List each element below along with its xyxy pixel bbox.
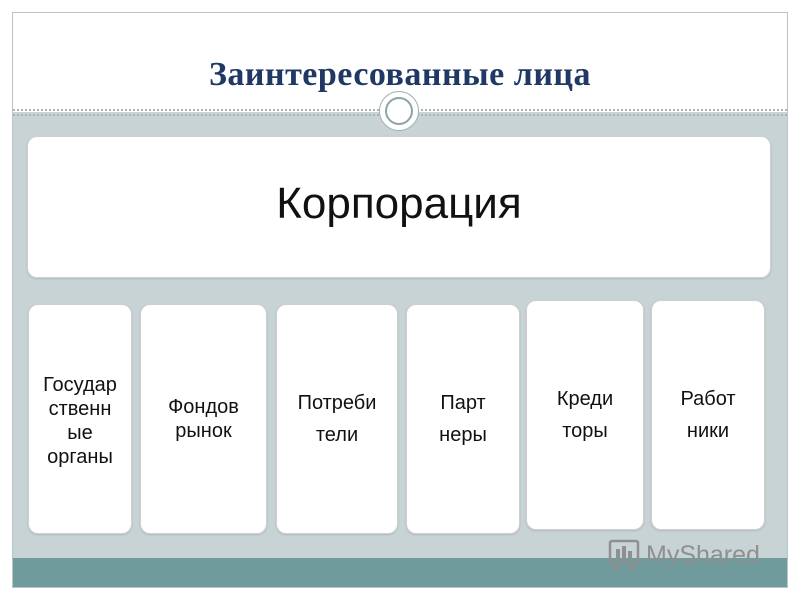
stakeholder-label-line: тели [315,424,359,446]
watermark-text: MyShared [646,541,760,569]
stakeholder-label-line: Государ [43,374,117,396]
stakeholder-label-line: ники [686,420,730,442]
corporation-box: Корпорация [27,136,771,278]
divider-circle-inner [385,97,413,125]
stakeholder-label-line: органы [47,446,113,468]
stakeholder-label-line: неры [439,424,487,446]
stakeholder-box-creditors: Креди торы [526,300,644,530]
corporation-label: Корпорация [276,179,522,228]
myshared-watermark: MyShared [606,537,774,577]
stakeholder-box-government: Государ ственн ые органы [28,304,132,534]
divider-circle-ornament [379,91,419,131]
myshared-logo-icon [608,539,640,574]
stakeholder-label-line: рынок [175,420,232,442]
stakeholder-label-line: Фондов [168,396,239,418]
footer-band [13,558,787,587]
stakeholder-box-stock-market: Фондов рынок [140,304,267,534]
stakeholder-box-employees: Работ ники [651,300,765,530]
stakeholder-box-consumers: Потреби тели [276,304,398,534]
stakeholder-label-line: Потреби [297,392,377,414]
stakeholder-label-line: Парт [440,392,486,414]
stakeholder-label-line: торы [562,420,608,442]
stakeholder-label-line: Креди [556,388,614,410]
stakeholder-label-line: ственн [48,398,112,420]
stakeholder-label-line: ые [67,422,93,444]
slide-title: Заинтересованные лица [208,56,591,93]
stakeholder-label-line: Работ [680,388,736,410]
stakeholder-box-partners: Парт неры [406,304,520,534]
